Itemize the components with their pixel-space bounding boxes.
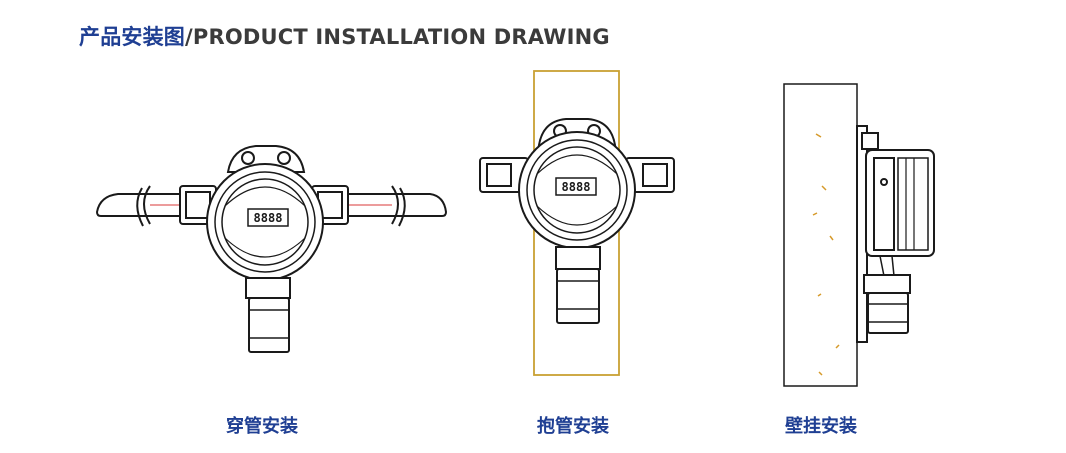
section-title: 产品安装图/PRODUCT INSTALLATION DRAWING bbox=[79, 21, 610, 51]
caption-pipe-hold: 抱管安装 bbox=[537, 416, 609, 437]
pipe-through-drawing: 8888 bbox=[95, 145, 448, 353]
title-english: /PRODUCT INSTALLATION DRAWING bbox=[185, 25, 610, 49]
title-chinese: 产品安装图 bbox=[79, 25, 185, 49]
pipe-hold-drawing: 8888 bbox=[479, 70, 675, 376]
caption-pipe-through: 穿管安装 bbox=[226, 416, 298, 437]
wall-mount-drawing bbox=[783, 83, 935, 387]
display-digits: 8888 bbox=[562, 180, 591, 194]
caption-wall-mount: 壁挂安装 bbox=[785, 416, 857, 437]
display-digits: 8888 bbox=[254, 211, 283, 225]
